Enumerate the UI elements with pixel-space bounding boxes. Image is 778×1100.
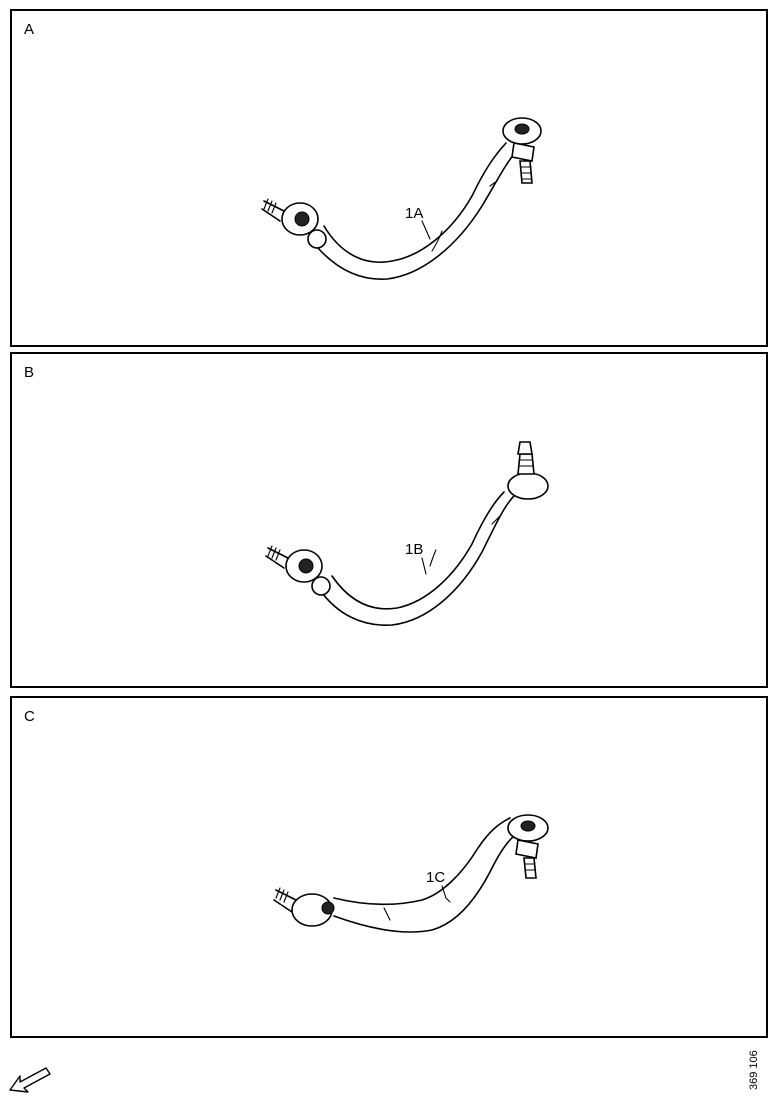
- panel-letter: A: [24, 21, 35, 38]
- panel-letter: B: [24, 364, 35, 381]
- tie-rod-diagram-c: 1C: [273, 814, 549, 933]
- panel-b: B 1B: [10, 352, 768, 688]
- callout-1a: 1A: [405, 205, 423, 222]
- front-arrow-icon: [9, 1067, 51, 1093]
- tie-rod-diagram-a: 1A: [261, 117, 542, 280]
- tie-rod-diagram-b: 1B: [265, 441, 549, 626]
- panel-c: C 1C: [10, 696, 768, 1038]
- document-reference: 369 106: [748, 1050, 760, 1090]
- callout-1c: 1C: [426, 869, 445, 886]
- callout-1b: 1B: [405, 541, 423, 558]
- panel-a: A 1A: [10, 9, 768, 347]
- panel-letter: C: [24, 708, 35, 725]
